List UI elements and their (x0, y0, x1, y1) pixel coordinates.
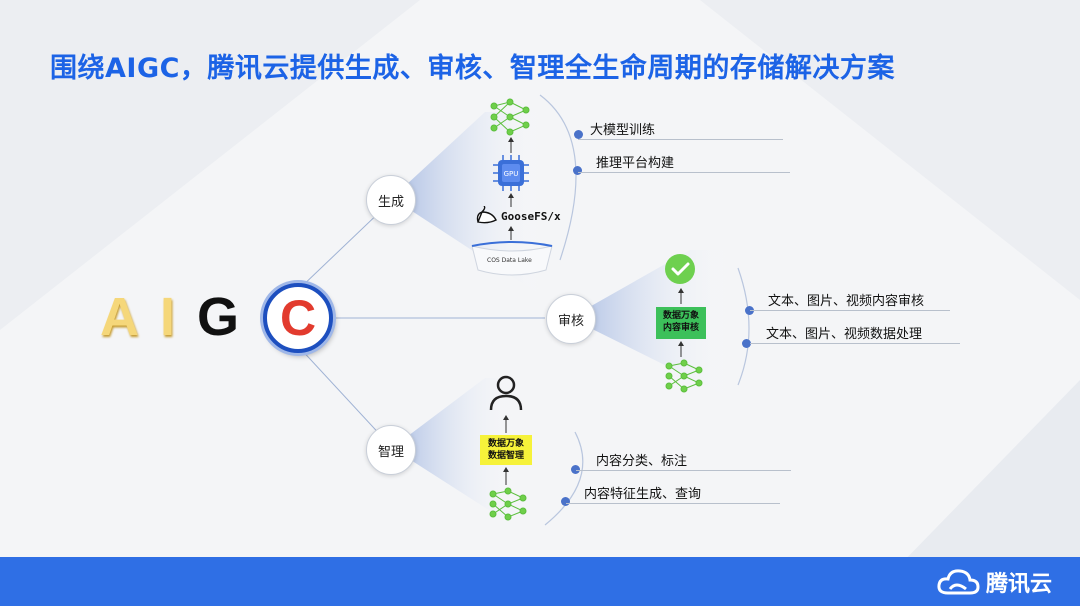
arrow-up-icon (503, 467, 509, 485)
brand: 腾讯云 (936, 566, 1052, 598)
user-icon (489, 375, 523, 411)
goosefs-logo: GooseFS/x (474, 206, 561, 226)
gpu-chip-icon: GPU (493, 155, 529, 191)
bullet-dot (745, 306, 754, 315)
page-title: 围绕AIGC，腾讯云提供生成、审核、智理全生命周期的存储解决方案 (50, 53, 895, 84)
cos-data-lake-label: COS Data Lake (487, 257, 532, 264)
letter-c: C (279, 290, 317, 346)
bullet-dot (574, 130, 583, 139)
manage-item-1: 内容分类、标注 (596, 454, 688, 469)
neural-network-icon (665, 359, 703, 393)
review-item-2: 文本、图片、视频数据处理 (766, 327, 923, 342)
goose-icon (476, 206, 497, 224)
arrow-up-icon (508, 193, 514, 207)
arrow-up-icon (678, 341, 684, 357)
letter-c-badge: C (263, 283, 333, 353)
check-circle-icon (665, 254, 695, 284)
neural-network-icon (490, 98, 530, 136)
divider (578, 139, 783, 140)
goosefs-label: GooseFS/x (501, 209, 561, 223)
footer-bar: 腾讯云 (0, 557, 1080, 606)
data-lake-icon (471, 241, 553, 276)
letter-g: G (197, 287, 240, 347)
divider (750, 310, 950, 311)
node-review-label: 审核 (557, 313, 584, 329)
arrow-up-icon (508, 226, 514, 240)
node-manage-label: 智理 (377, 444, 404, 460)
arrow-up-icon (678, 288, 684, 304)
neural-network-icon (489, 487, 527, 521)
review-service-box: 数据万象 内容审核 (656, 307, 706, 339)
letter-i: I (160, 287, 176, 347)
gpu-label: GPU (504, 170, 519, 178)
node-review: 审核 (546, 294, 596, 344)
node-generate-label: 生成 (377, 194, 404, 210)
bullet-dot (742, 339, 751, 348)
arrow-up-icon (508, 137, 514, 153)
arrow-up-icon (503, 415, 509, 433)
divider (576, 470, 791, 471)
letter-a: A (100, 287, 139, 347)
tencent-cloud-logo-icon (937, 569, 980, 595)
brand-name: 腾讯云 (985, 572, 1052, 597)
manage-item-2: 内容特征生成、查询 (584, 487, 702, 502)
review-item-1: 文本、图片、视频内容审核 (768, 294, 925, 309)
bullet-dot (561, 497, 570, 506)
node-manage: 智理 (366, 425, 416, 475)
divider (750, 343, 960, 344)
divider (578, 172, 790, 173)
node-generate: 生成 (366, 175, 416, 225)
manage-service-box: 数据万象 数据智理 (480, 435, 532, 465)
bullet-dot (571, 465, 580, 474)
bullet-dot (573, 166, 582, 175)
generate-item-1: 大模型训练 (590, 123, 656, 138)
generate-item-2: 推理平台构建 (596, 156, 675, 171)
divider (566, 503, 780, 504)
